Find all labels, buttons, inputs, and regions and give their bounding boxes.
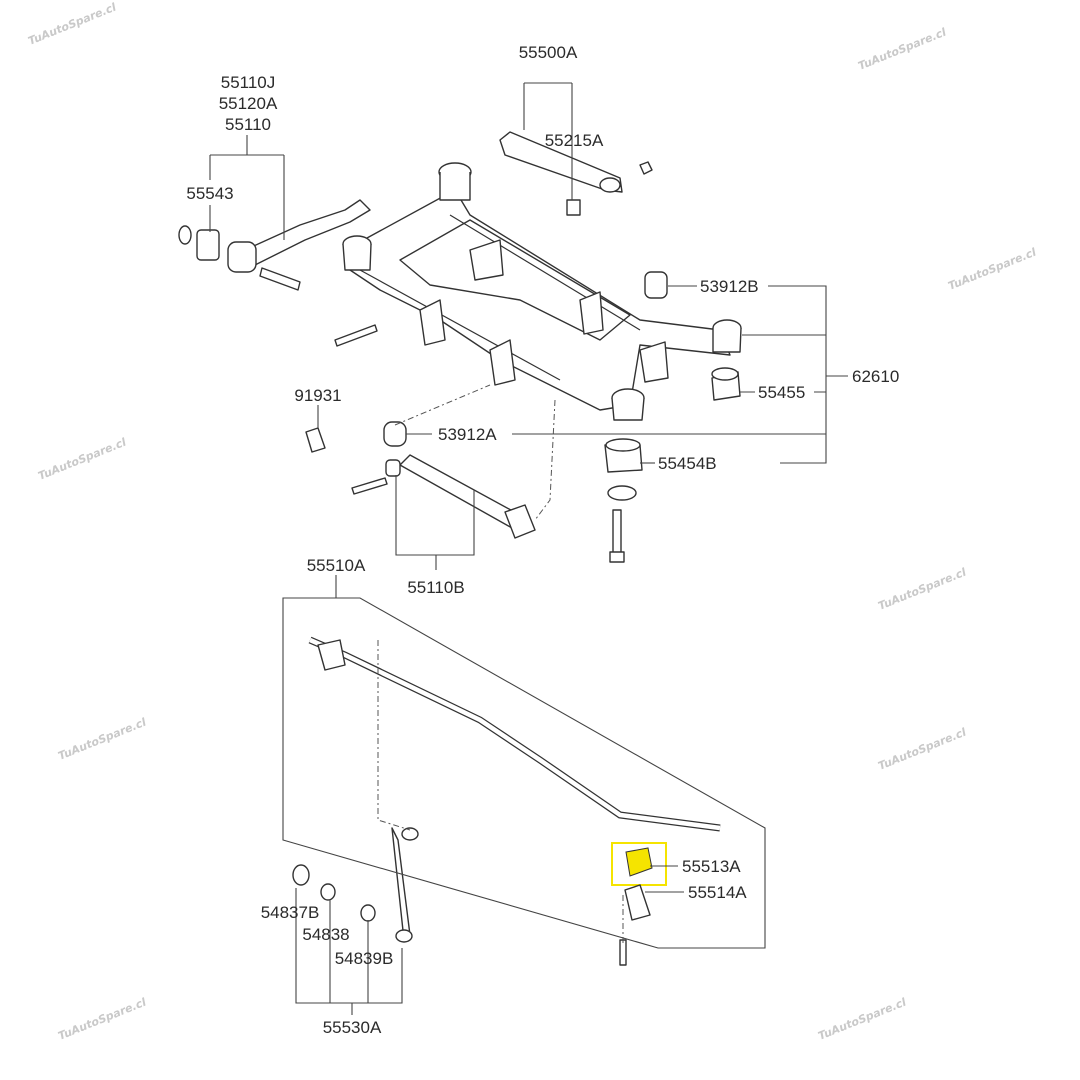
arm-55110 — [178, 199, 371, 291]
leader-lines — [209, 82, 848, 1015]
arm-55500A — [499, 131, 653, 216]
label-55215A[interactable]: 55215A — [545, 131, 604, 150]
watermark-text: TuAutoSpare.cl — [876, 566, 968, 613]
label-55110[interactable]: 55110 — [225, 115, 271, 134]
rear-crossmember-62610 — [342, 162, 742, 421]
arm-55110B — [385, 454, 536, 539]
part-labels: 55500A 55215A 55110J 55120A 55110 55543 … — [186, 43, 899, 1037]
watermark-text: TuAutoSpare.cl — [856, 26, 948, 73]
label-53912B[interactable]: 53912B — [700, 277, 759, 296]
watermark-text: TuAutoSpare.cl — [56, 996, 148, 1043]
label-54839B[interactable]: 54839B — [335, 949, 394, 968]
label-55454B[interactable]: 55454B — [658, 454, 717, 473]
stabilizer-group-frame — [282, 597, 766, 949]
bushing-55513A-highlighted — [611, 842, 667, 921]
label-55110J[interactable]: 55110J — [221, 73, 276, 92]
label-54837B[interactable]: 54837B — [261, 903, 320, 922]
watermark-text: TuAutoSpare.cl — [36, 436, 128, 483]
watermark-text: TuAutoSpare.cl — [56, 716, 148, 763]
label-55513A[interactable]: 55513A — [682, 857, 741, 876]
label-55530A[interactable]: 55530A — [323, 1018, 382, 1037]
stabilizer-bar-55510A — [292, 636, 721, 943]
watermark-text: TuAutoSpare.cl — [946, 246, 1038, 293]
label-54838[interactable]: 54838 — [302, 925, 349, 944]
label-55543[interactable]: 55543 — [186, 184, 233, 203]
label-55510A[interactable]: 55510A — [307, 556, 366, 575]
label-55120A[interactable]: 55120A — [219, 94, 278, 113]
bolts — [334, 324, 627, 966]
watermark-text: TuAutoSpare.cl — [816, 996, 908, 1043]
label-53912A[interactable]: 53912A — [438, 425, 497, 444]
center-lines — [377, 384, 624, 945]
label-55455[interactable]: 55455 — [758, 383, 805, 402]
label-62610[interactable]: 62610 — [852, 367, 899, 386]
watermark-text: TuAutoSpare.cl — [876, 726, 968, 773]
bushings — [305, 271, 741, 501]
label-55500A[interactable]: 55500A — [519, 43, 578, 62]
label-55110B[interactable]: 55110B — [407, 578, 464, 597]
label-55514A[interactable]: 55514A — [688, 883, 747, 902]
label-91931[interactable]: 91931 — [294, 386, 341, 405]
watermark-text: TuAutoSpare.cl — [26, 1, 118, 48]
